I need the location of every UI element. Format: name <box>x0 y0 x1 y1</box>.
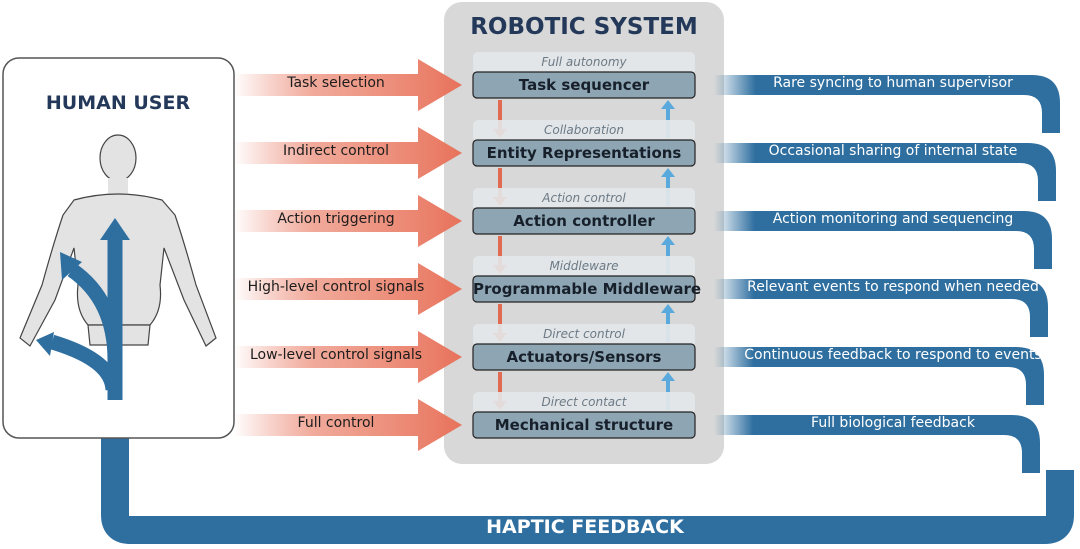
feedback-label-5: Full biological feedback <box>811 415 975 431</box>
input-label-5: Full control <box>297 415 375 431</box>
haptic-arrows-to-human <box>49 240 123 400</box>
feedback-label-1: Occasional sharing of internal state <box>768 143 1018 159</box>
level-band-3 <box>473 256 695 278</box>
layer-name-2: Action controller <box>513 212 655 230</box>
layer-level-1: Collaboration <box>544 123 624 137</box>
haptic-feedback-loop <box>101 240 1074 544</box>
input-arrow-2 <box>234 195 462 247</box>
level-band-5 <box>473 392 695 414</box>
input-arrow-0 <box>234 59 462 111</box>
level-band-0 <box>473 52 695 74</box>
feedback-band-3 <box>714 279 1048 337</box>
layer-name-3: Programmable Middleware <box>473 280 702 298</box>
up-arrowhead-4 <box>661 372 675 381</box>
up-arrowhead-0 <box>661 100 675 109</box>
input-arrow-1 <box>234 127 462 179</box>
layer-name-1: Entity Representations <box>486 144 682 162</box>
feedback-band-1 <box>714 143 1056 201</box>
level-band-1 <box>473 120 695 142</box>
layer-level-4: Direct control <box>543 327 625 341</box>
feedback-label-4: Continuous feedback to respond to events <box>744 347 1042 363</box>
layer-box-1 <box>472 139 696 167</box>
layer-level-0: Full autonomy <box>541 55 627 69</box>
input-arrow-4 <box>234 331 462 383</box>
human-user-title: HUMAN USER <box>45 92 191 114</box>
feedback-label-2: Action monitoring and sequencing <box>772 211 1014 227</box>
input-label-2: Action triggering <box>277 211 395 227</box>
level-band-2 <box>473 188 695 210</box>
layer-name-4: Actuators/Sensors <box>506 348 662 366</box>
input-arrow-3 <box>234 263 462 315</box>
layer-level-2: Action control <box>542 191 626 205</box>
feedback-label-3: Relevant events to respond when needed <box>747 279 1039 295</box>
level-band-4 <box>473 324 695 346</box>
layer-level-3: Middleware <box>549 259 619 273</box>
input-label-1: Indirect control <box>282 143 389 159</box>
layer-box-5 <box>472 411 696 439</box>
feedback-label-0: Rare syncing to human supervisor <box>773 75 1013 91</box>
layer-name-5: Mechanical structure <box>494 416 674 434</box>
layer-box-2 <box>472 207 696 235</box>
layer-box-3 <box>472 275 696 303</box>
up-arrowhead-2 <box>661 236 675 245</box>
layer-name-0: Task sequencer <box>518 76 650 94</box>
up-arrowhead-3 <box>661 304 675 313</box>
haptic-arrowheads <box>36 218 130 356</box>
haptic-feedback-title: HAPTIC FEEDBACK <box>486 516 684 538</box>
feedback-band-2 <box>714 211 1052 269</box>
feedback-band-5 <box>714 415 1040 473</box>
feedback-band-0 <box>714 75 1060 133</box>
input-label-4: Low-level control signals <box>249 347 423 363</box>
up-arrowhead-1 <box>661 168 675 177</box>
input-label-0: Task selection <box>287 75 385 91</box>
layer-box-0 <box>472 71 696 99</box>
feedback-band-4 <box>714 347 1044 405</box>
input-arrow-5 <box>234 399 462 451</box>
layer-box-4 <box>472 343 696 371</box>
layer-level-5: Direct contact <box>541 395 627 409</box>
input-label-3: High-level control signals <box>247 279 425 295</box>
robotic-system-title: ROBOTIC SYSTEM <box>470 14 698 40</box>
